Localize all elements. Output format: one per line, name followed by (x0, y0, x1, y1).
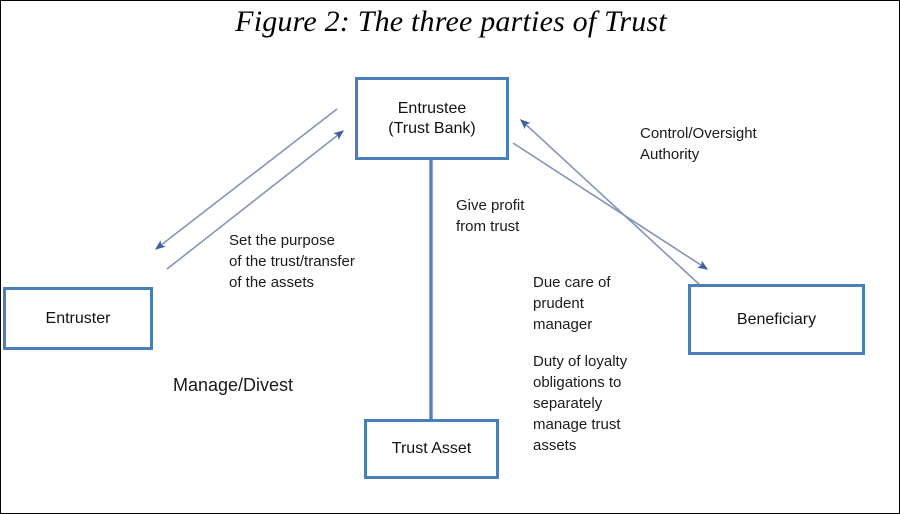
node-beneficiary[interactable]: Beneficiary (688, 284, 865, 355)
node-beneficiary-label: Beneficiary (736, 310, 817, 328)
connector-entrustee-to-entruster (154, 108, 338, 250)
note-due-care-of-prudent-manager: Due care of prudent manager (533, 274, 611, 333)
note-duty-of-loyalty: Duty of loyalty obligations to separatel… (533, 353, 628, 454)
node-entruster-label: Entruster (45, 309, 111, 327)
figure-title: Figure 2: The three parties of Trust (235, 5, 667, 38)
node-entruster[interactable]: Entruster (3, 287, 153, 350)
note-set-purpose: Set the purpose of the trust/transfer of… (229, 232, 355, 291)
note-control-oversight-authority: Control/Oversight Authority (640, 125, 757, 163)
node-trust-asset[interactable]: Trust Asset (364, 419, 499, 479)
node-trust-asset-label: Trust Asset (391, 440, 472, 457)
node-entrustee[interactable]: Entrustee (Trust Bank) (355, 77, 509, 160)
note-give-profit: Give profit from trust (456, 197, 525, 235)
node-entrustee-label: Entrustee (Trust Bank) (388, 99, 476, 137)
note-manage-divest: Manage/Divest (173, 375, 294, 395)
